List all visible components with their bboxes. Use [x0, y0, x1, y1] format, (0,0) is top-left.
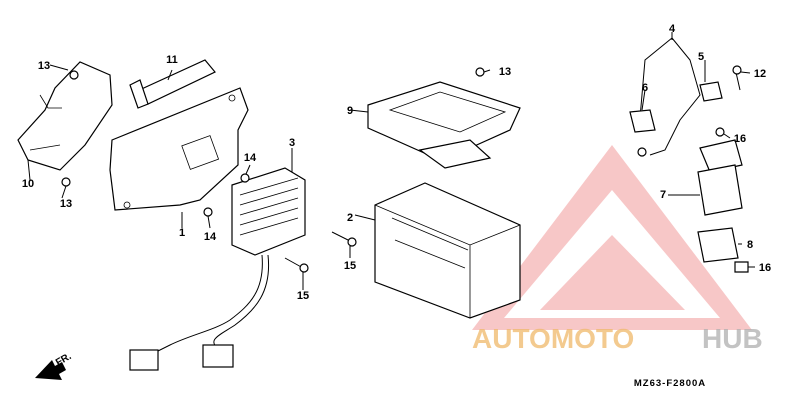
part-2-battery	[374, 182, 521, 319]
part-1-bracket	[109, 87, 249, 211]
part-5-terminal	[699, 81, 723, 102]
part-8-cover	[697, 227, 739, 263]
part-labels: 1 2 3 4 5 6 7 8 9 10 11 12 13 13 13 14 1…	[22, 23, 771, 302]
watermark-logo	[472, 145, 752, 330]
label-part-7: 7	[660, 189, 666, 201]
part-3-regulator	[129, 167, 306, 371]
label-part-3: 3	[289, 137, 295, 149]
nut-14-b	[203, 207, 213, 217]
front-direction-indicator: FR.	[35, 351, 74, 380]
label-part-2: 2	[347, 212, 353, 224]
part-12-bolt	[732, 65, 742, 91]
label-part-12: 12	[754, 68, 766, 80]
arrow-icon	[35, 360, 66, 380]
label-part-8: 8	[747, 239, 753, 251]
label-part-14-a: 14	[244, 152, 257, 164]
label-part-15-b: 15	[297, 290, 309, 302]
label-part-5: 5	[698, 51, 704, 63]
label-part-13-c: 13	[499, 66, 511, 78]
label-part-13-a: 13	[38, 60, 50, 72]
label-part-16-b: 16	[759, 262, 771, 274]
label-part-6: 6	[642, 82, 648, 94]
label-part-1: 1	[179, 227, 185, 239]
part-16-b	[734, 261, 749, 273]
bolt-13-c	[475, 67, 485, 77]
watermark-part2: HUB	[702, 323, 763, 354]
label-part-10: 10	[22, 178, 34, 190]
watermark-part1: AUTOMOTO	[472, 323, 634, 354]
label-part-9: 9	[347, 105, 353, 117]
label-part-16-a: 16	[734, 133, 746, 145]
watermark-text: AUTOMOTO HUB	[472, 323, 763, 354]
label-part-13-b: 13	[60, 198, 72, 210]
part-4-cable	[639, 37, 701, 156]
bolt-13-a	[61, 177, 71, 187]
label-part-11: 11	[166, 54, 178, 66]
part-6-terminal	[629, 109, 656, 157]
diagram-code: MZ63-F2800A	[634, 378, 706, 389]
label-part-4: 4	[669, 23, 676, 35]
nut-14-a	[240, 173, 250, 183]
leader-lines	[27, 32, 755, 290]
part-10-cover	[17, 61, 113, 171]
bolt-15-lower	[284, 257, 309, 273]
label-part-14-b: 14	[204, 231, 217, 243]
part-11-strap	[129, 59, 216, 109]
part-7-relay	[697, 139, 743, 216]
label-part-15-a: 15	[344, 260, 356, 272]
part-16-a	[715, 127, 725, 137]
part-9-tray	[367, 81, 521, 169]
bolt-15-upper	[331, 231, 357, 247]
direction-label: FR.	[54, 351, 74, 369]
